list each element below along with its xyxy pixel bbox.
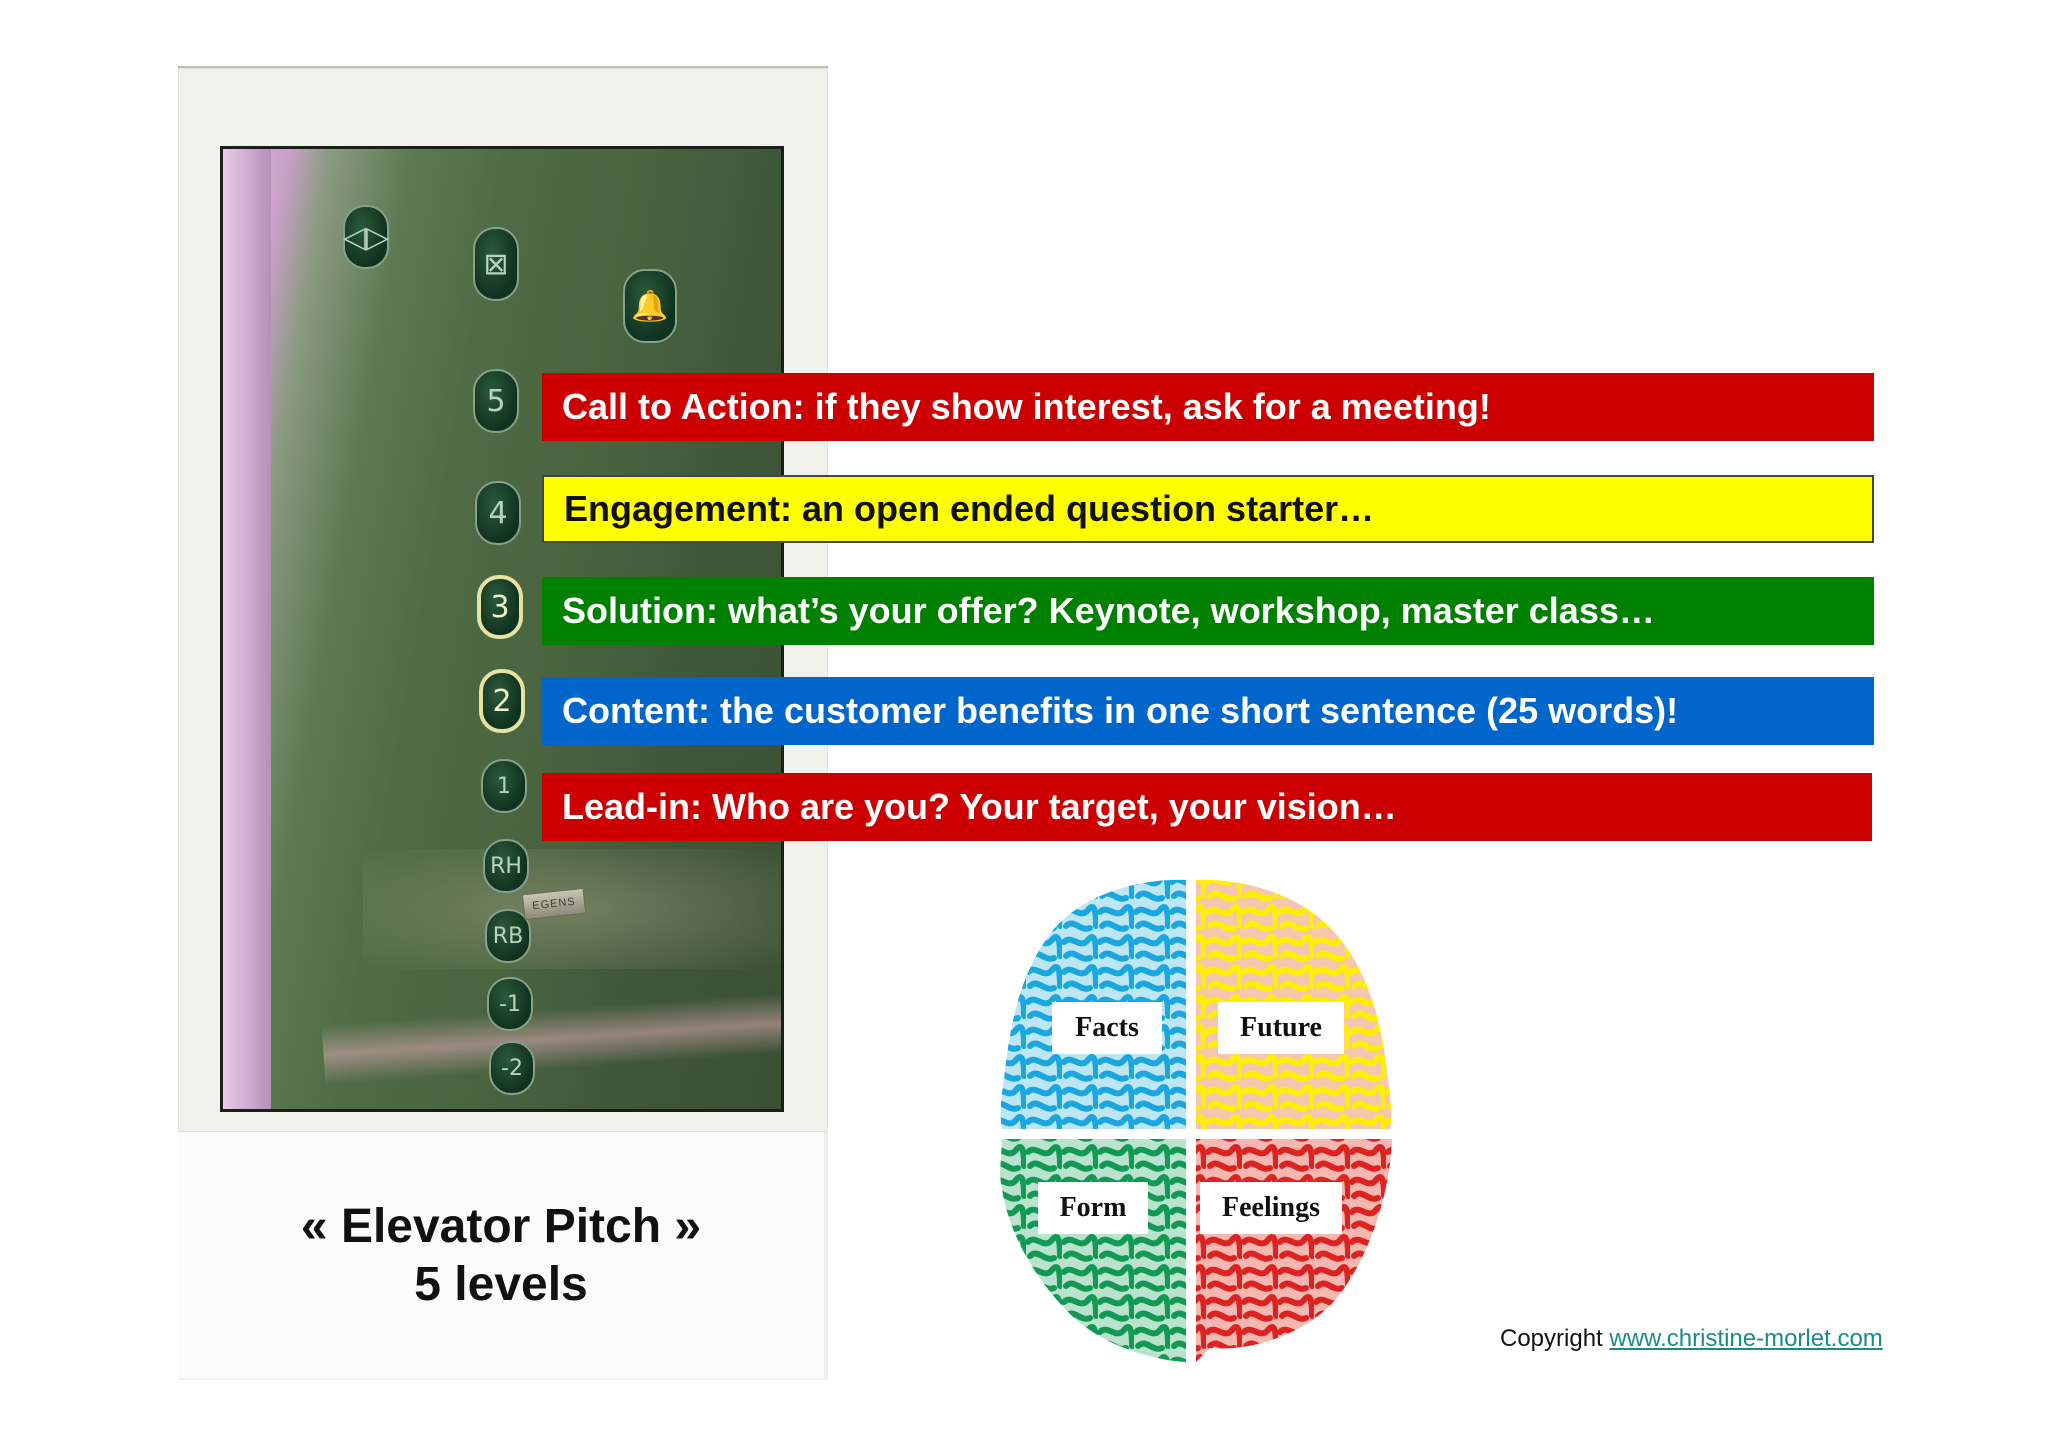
level-bar-lead-in: Lead-in: Who are you? Your target, your … xyxy=(542,773,1872,841)
copyright-prefix: Copyright xyxy=(1500,1325,1603,1352)
brain-label-form: Form xyxy=(1038,1182,1148,1234)
level-bar-solution: Solution: what’s your offer? Keynote, wo… xyxy=(542,577,1874,645)
elevator-photo: ◁▷ ⊠ 🔔 5 4 3 2 1 RH RB -1 -2 EGENS xyxy=(220,146,784,1112)
floor-button-2: 2 xyxy=(479,669,525,733)
brain-diagram: Facts Future Form Feelings xyxy=(990,874,1410,1364)
level-bar-engagement: Engagement: an open ended question start… xyxy=(542,475,1874,543)
bell-icon: 🔔 xyxy=(623,269,677,343)
floor-button-1: 1 xyxy=(481,759,527,813)
brain-quadrant-form xyxy=(1000,1139,1186,1362)
copyright-link[interactable]: www.christine-morlet.com xyxy=(1609,1325,1883,1352)
elevator-photo-frame: ◁▷ ⊠ 🔔 5 4 3 2 1 RH RB -1 -2 EGENS xyxy=(178,66,828,1132)
brain-illustration xyxy=(1000,879,1392,1362)
floor-button-rh: RH xyxy=(483,839,529,893)
floor-button-3: 3 xyxy=(477,575,523,639)
floor-button-minus1: -1 xyxy=(487,977,533,1031)
photo-reflection xyxy=(321,993,781,1085)
floor-button-minus2: -2 xyxy=(489,1041,535,1095)
copyright-notice: Copyright www.christine-morlet.com xyxy=(1500,1325,1883,1353)
caption-title: « Elevator Pitch » xyxy=(300,1200,702,1253)
level-bar-content: Content: the customer benefits in one sh… xyxy=(542,677,1874,745)
level-bar-call-to-action: Call to Action: if they show interest, a… xyxy=(542,373,1874,441)
door-open-icon: ◁▷ xyxy=(343,205,389,269)
floor-button-5: 5 xyxy=(473,369,519,433)
photo-sheen xyxy=(223,149,271,1109)
brain-label-future: Future xyxy=(1218,1002,1344,1054)
floor-button-4: 4 xyxy=(475,481,521,545)
brain-quadrant-feelings xyxy=(1196,1139,1392,1362)
alarm-icon: ⊠ xyxy=(473,227,519,301)
photo-caption: « Elevator Pitch » 5 levels xyxy=(178,1198,824,1314)
brain-label-facts: Facts xyxy=(1052,1002,1162,1054)
caption-subtitle: 5 levels xyxy=(414,1258,588,1311)
brain-label-feelings: Feelings xyxy=(1200,1182,1342,1234)
caption-box: « Elevator Pitch » 5 levels xyxy=(178,1132,828,1380)
